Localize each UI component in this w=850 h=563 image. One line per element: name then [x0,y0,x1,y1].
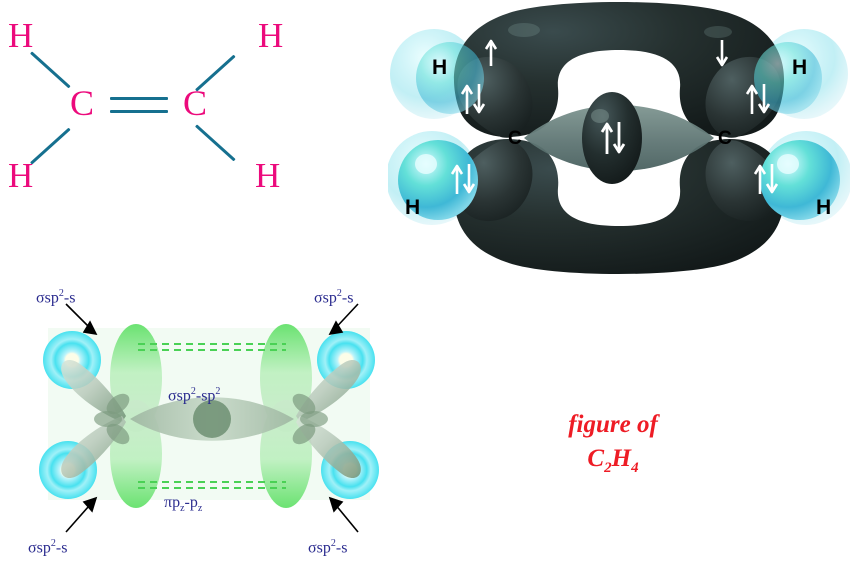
lewis-atom-h-bottom-right: H [255,156,281,195]
double-bond-upper-line [110,97,168,100]
label-sigma-sp2-s-bottom-right: σsp2-s [308,538,348,557]
spin-pair-ch-bottom-right [753,164,779,194]
orbital-overlap-graphic [39,303,379,533]
label-sigma-sp2-sp2-center: σsp2-sp2 [168,386,221,405]
double-bond-lower-line [110,110,168,113]
lewis-atom-h-top-right: H [258,16,284,55]
label-sigma-sp2-s-bottom-left: σsp2-s [28,538,68,557]
pi-bond-3d-model-panel: C C H H H H [388,2,850,274]
model-carbon-left-label: C [508,128,522,149]
model-hydrogen-bottom-right-label: H [816,196,832,219]
model-hydrogen-bottom-left-label: H [405,196,421,219]
label-pi-pz-pz: πpz-pz [164,494,203,515]
caption-line-1: figure of [568,411,658,438]
figure-caption: figure of C2H4 [498,408,728,485]
label-sigma-sp2-s-top-right: σsp2-s [314,288,354,307]
spin-pair-sigma-center [600,122,626,154]
bond-h-c-bottom-left [29,127,71,165]
bond-h-c-top-left [29,51,71,89]
spin-arrow-pi-top-left [484,39,498,66]
spin-arrow-pi-top-right [715,40,729,67]
lewis-atom-h-bottom-left: H [8,156,34,195]
spin-pair-ch-top-left [460,84,486,114]
pi-bond-3d-model-graphic [388,2,850,274]
spin-pair-ch-top-right [745,84,771,114]
caption-formula: C2H4 [587,445,639,476]
label-sigma-sp2-s-top-left: σsp2-s [36,288,76,307]
bond-h-c-bottom-right [194,124,236,162]
model-hydrogen-top-right-label: H [792,56,808,79]
spin-pair-ch-bottom-left [450,164,476,194]
lewis-atom-c-left: C [70,83,95,123]
model-carbon-right-label: C [718,128,732,149]
lewis-structure-panel: H H C C H H [0,0,300,210]
lewis-atom-h-top-left: H [8,16,34,55]
model-hydrogen-top-left-label: H [432,56,448,79]
orbital-overlap-panel: σsp2-s σsp2-s σsp2-s σsp2-s σsp2-sp2 πpz… [18,282,418,557]
lewis-atom-c-right: C [183,83,208,123]
